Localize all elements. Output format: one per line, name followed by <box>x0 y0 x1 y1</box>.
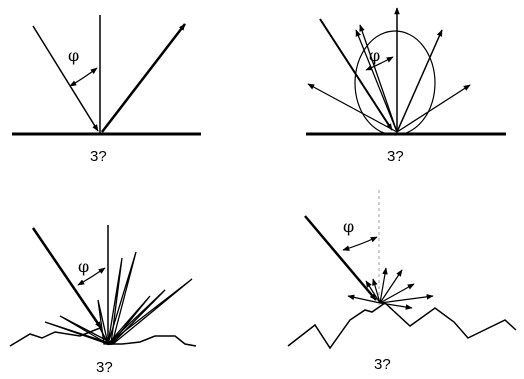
angle-arc <box>365 56 394 71</box>
angle-arc <box>77 267 106 286</box>
reflected-ray <box>101 23 186 133</box>
scattered-ray <box>379 269 403 304</box>
scattered-ray <box>307 83 398 133</box>
reflected-ray <box>396 29 443 133</box>
angle-label: φ <box>343 217 354 236</box>
scatter-fan <box>347 267 434 310</box>
angle-label: φ <box>68 46 79 65</box>
incident-ray <box>31 227 103 329</box>
scattered-ray <box>359 24 398 133</box>
incident-ray <box>319 18 393 131</box>
scattered-ray <box>379 294 434 304</box>
scattered-ray <box>372 278 381 304</box>
panel-specular: φ 3? <box>12 15 201 165</box>
incident-ray <box>304 215 377 301</box>
angle-arc <box>342 236 378 251</box>
panel-caption: 3? <box>374 356 391 373</box>
spike <box>97 299 109 345</box>
spike <box>44 321 109 345</box>
angle-arc <box>69 67 98 87</box>
panel-caption: 3? <box>96 359 113 376</box>
microfacet-surface <box>287 302 517 350</box>
angle-label: φ <box>78 257 89 276</box>
panel-diffuse-lobe: φ 3? <box>306 7 506 165</box>
scattered-spikes <box>44 251 193 346</box>
panel-rough-glossy: φ 3? <box>9 225 197 376</box>
scattered-ray <box>365 280 381 304</box>
scattered-ray <box>379 267 388 304</box>
angle-label: φ <box>369 46 380 65</box>
scattered-ray <box>347 294 381 304</box>
scattered-ray <box>379 283 415 304</box>
incident-ray <box>32 25 99 132</box>
scattered-ray <box>355 29 398 133</box>
reflection-lobe <box>354 30 436 136</box>
scattered-ray <box>379 302 413 310</box>
panel-caption: 3? <box>387 148 404 165</box>
scattered-ray <box>396 84 471 133</box>
panel-microfacet: φ 3? <box>287 190 517 373</box>
spike <box>106 295 151 345</box>
panel-caption: 3? <box>90 148 107 165</box>
